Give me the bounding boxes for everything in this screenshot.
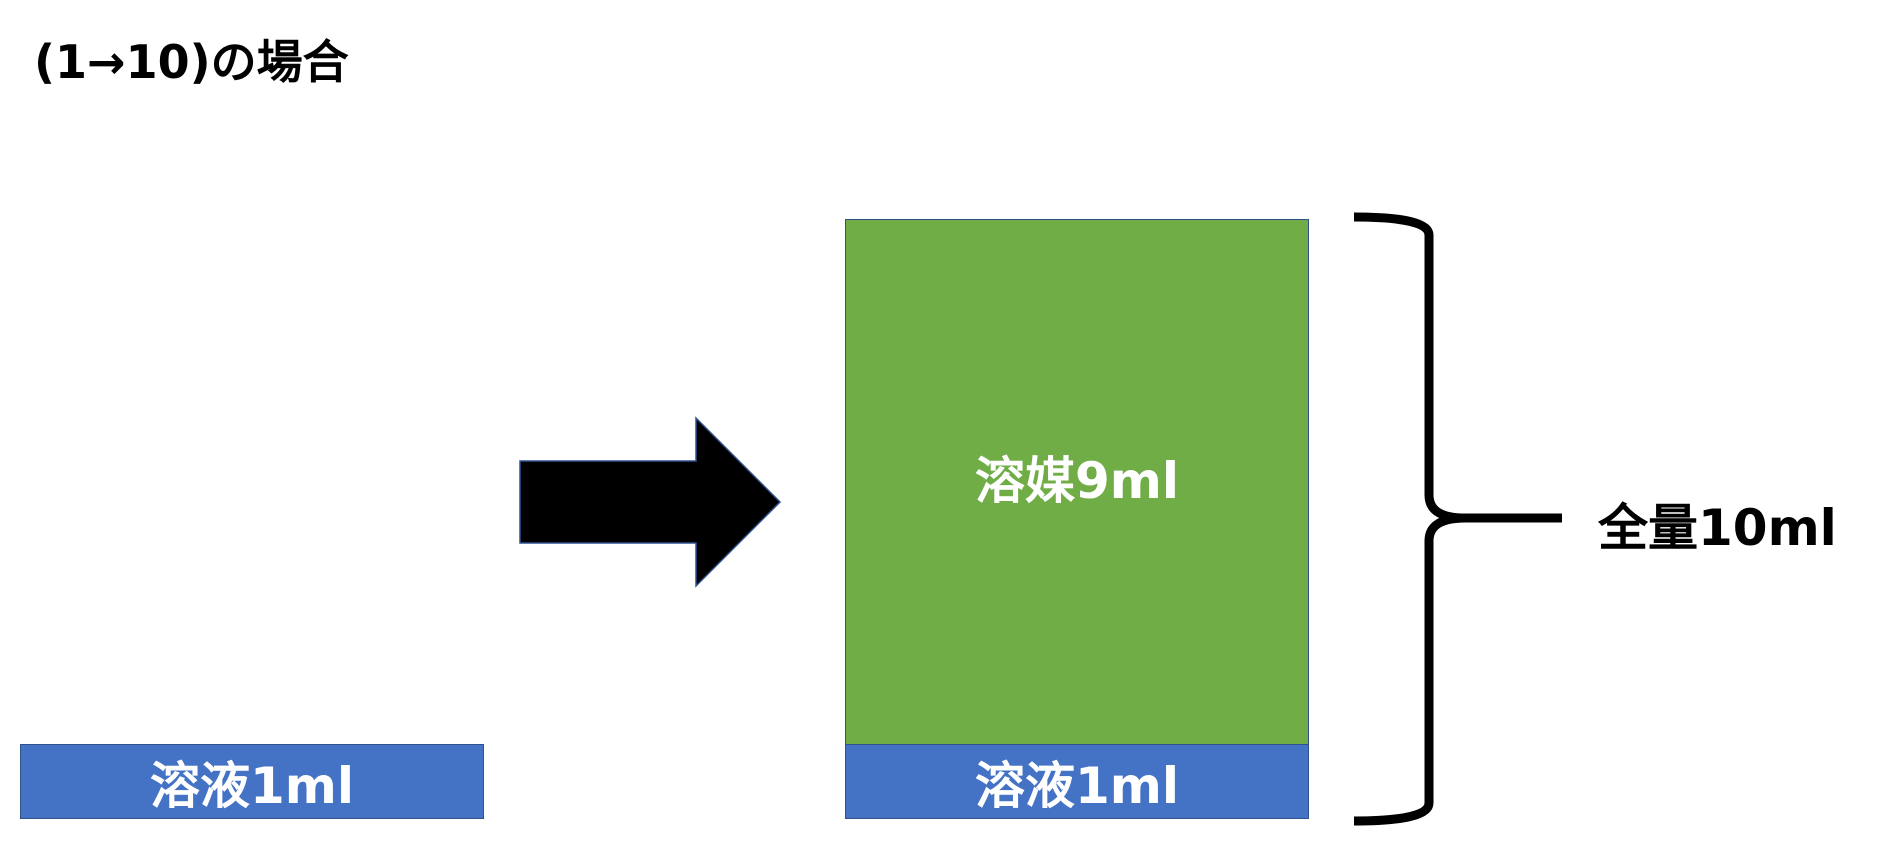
total-volume-label: 全量10ml xyxy=(1598,499,1837,557)
left-solution-label: 溶液1ml xyxy=(149,756,355,815)
curly-brace-icon xyxy=(1353,212,1562,826)
solvent-box: 溶媒9ml xyxy=(845,219,1309,745)
right-solution-label: 溶液1ml xyxy=(974,756,1180,815)
left-solution-box: 溶液1ml xyxy=(20,744,484,819)
solvent-label: 溶媒9ml xyxy=(974,452,1180,510)
right-solution-box: 溶液1ml xyxy=(845,744,1309,819)
right-arrow-icon xyxy=(519,416,782,588)
page-title: (1→10)の場合 xyxy=(34,35,349,89)
